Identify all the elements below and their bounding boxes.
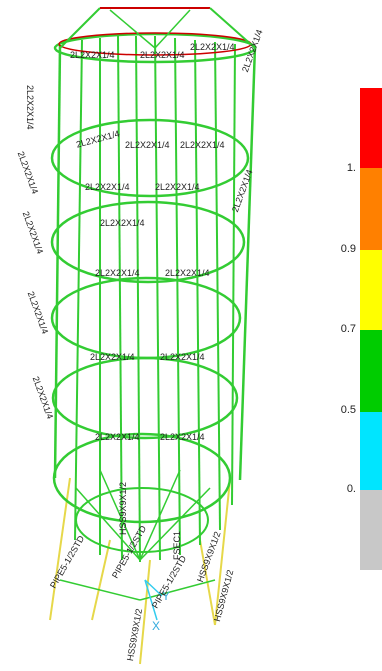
member-label: 2L2X2X1/4 [190,42,235,52]
member-label: 2L2X2X1/4 [85,182,130,192]
legend-band-cyan [360,412,382,490]
member-label: 2L2X2X1/4 [155,182,200,192]
legend-band-red [360,88,382,168]
legend-tick: 1. [346,162,356,174]
legend-tick: 0.5 [340,404,356,416]
leg-brace [139,579,216,601]
x-axis-arrow [144,579,158,621]
x-axis-label: X [152,619,160,633]
ratio-color-legend: 1. 0.9 0.7 0.5 0. [341,88,382,570]
member-label: 2L2X2X1/4 [95,268,140,278]
member-label: FSEC1 [172,530,182,560]
base-bracing [75,469,211,561]
leg-brace [59,579,141,601]
member-label: 2L2X2X1/4 [165,268,210,278]
y-axis-arrow [144,579,163,597]
member-label: 2L2X2X1/4 [25,85,35,130]
legend-tick: 0. [346,483,356,495]
legend-tick: 0.7 [340,323,356,335]
member-label: 2L2X2X1/4 [90,352,135,362]
member-label: 2L2X2X1/4 [100,218,145,228]
legend-band-orange [360,168,382,250]
roof-cone [59,7,256,49]
leg-member [91,539,111,621]
support-legs [49,477,231,665]
member-label: 2L2X2X1/4 [180,140,225,150]
member-label: 2L2X2X1/4 [140,50,185,60]
leg-member [214,479,231,626]
legend-band-gray [360,490,382,570]
leg-member [49,477,71,621]
leg-member [139,559,151,665]
member-label: 2L2X2X1/4 [70,50,115,60]
member-label: 2L2X2X1/4 [95,432,140,442]
legend-tick: 0.9 [340,243,356,255]
legend-band-yellow [360,250,382,330]
tower-rings [50,32,257,553]
y-axis-label: Y [162,589,170,603]
member-label: 2L2X2X1/4 [160,352,205,362]
member-label: 2L2X2X1/4 [160,432,205,442]
legend-band-green [360,330,382,412]
member-label: HSS9X9X1/2 [118,481,128,535]
member-label: 2L2X2X1/4 [125,140,170,150]
tower-columns [53,35,257,563]
global-axes: X Y [144,579,170,633]
